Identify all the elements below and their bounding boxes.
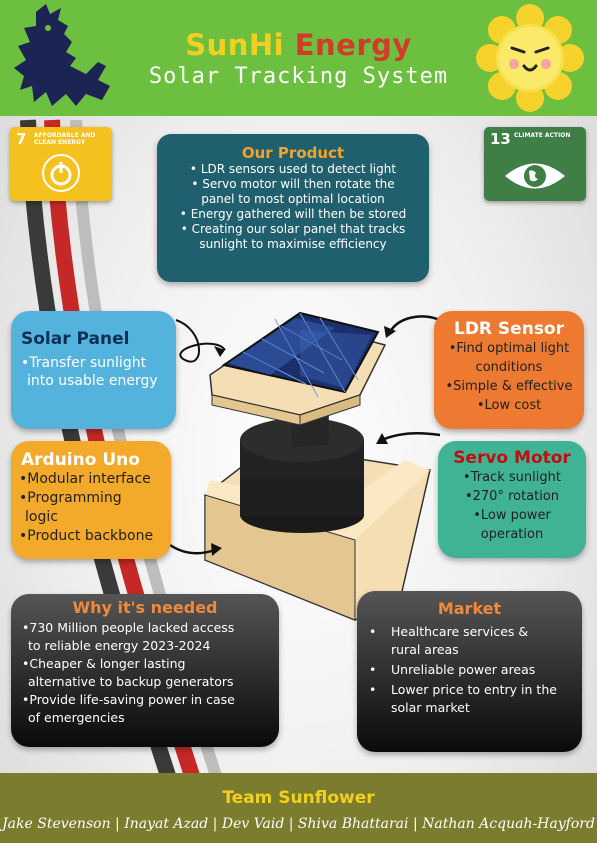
arduino-line: •Product backbone bbox=[19, 528, 154, 544]
sdg7-number: 7 bbox=[16, 130, 27, 148]
product-line: • Energy gathered will then be stored bbox=[179, 207, 407, 221]
footer-banner: Team Sunflower Jake Stevenson | Inayat A… bbox=[0, 773, 597, 843]
solar-panel-title: Solar Panel bbox=[21, 329, 130, 349]
sdg7-label: AFFORDABLE AND CLEAN ENERGY bbox=[34, 132, 96, 146]
market-line: rural areas bbox=[391, 642, 459, 657]
solar-panel-line: •Transfer sunlight bbox=[21, 355, 147, 371]
why-line: •Cheaper & longer lasting bbox=[22, 656, 186, 671]
arduino-line: logic bbox=[25, 509, 58, 525]
why-line: of emergencies bbox=[28, 710, 125, 725]
page-subtitle: Solar Tracking System bbox=[148, 64, 449, 89]
header-banner: SunHi Energy Solar Tracking System bbox=[0, 0, 597, 116]
title-energy: Energy bbox=[294, 28, 412, 62]
why-needed-title: Why it's needed bbox=[72, 598, 218, 617]
sdg7-badge: 7 AFFORDABLE AND CLEAN ENERGY bbox=[10, 127, 112, 201]
market-item: • Healthcare services & rural areas bbox=[369, 623, 578, 659]
ldr-sensor-line: •Simple & effective bbox=[445, 379, 573, 394]
sdg13-badge: 13 CLIMATE ACTION bbox=[484, 127, 586, 201]
why-line: to reliable energy 2023-2024 bbox=[28, 638, 211, 653]
sun-mascot-icon bbox=[476, 4, 584, 112]
market-line: Healthcare services & bbox=[391, 624, 529, 639]
arduino-line: •Programming bbox=[19, 490, 122, 506]
our-product-title: Our Product bbox=[241, 144, 345, 162]
why-needed-panel: Why it's needed •730 Million people lack… bbox=[11, 594, 279, 747]
team-members: Jake Stevenson | Inayat Azad | Dev Vaid … bbox=[2, 816, 595, 832]
market-line: Lower price to entry in the bbox=[391, 682, 557, 697]
product-line: sunlight to maximise efficiency bbox=[199, 237, 387, 251]
servo-line: •Low power bbox=[473, 508, 551, 523]
market-line: Unreliable power areas bbox=[391, 662, 536, 677]
market-bullet: • bbox=[369, 662, 377, 677]
solar-panel-line: into usable energy bbox=[27, 373, 158, 389]
ldr-sensor-line: •Find optimal light bbox=[448, 341, 570, 356]
arduino-uno-title: Arduino Uno bbox=[21, 450, 140, 470]
market-line: solar market bbox=[391, 700, 470, 715]
team-name: Team Sunflower bbox=[222, 788, 375, 808]
product-line: • Creating our solar panel that tracks bbox=[180, 222, 406, 236]
sdg13-label: CLIMATE ACTION bbox=[514, 132, 571, 139]
eye-earth-icon bbox=[505, 163, 565, 189]
sdg13-number: 13 bbox=[490, 130, 511, 148]
why-line: •730 Million people lacked access bbox=[22, 620, 235, 635]
ldr-sensor-line: •Low cost bbox=[476, 398, 542, 413]
servo-line: •270° rotation bbox=[464, 489, 560, 504]
market-bullet: • bbox=[369, 624, 377, 639]
page-title: SunHi Energy bbox=[0, 28, 597, 62]
lion-logo-icon bbox=[14, 4, 110, 106]
market-item: • Unreliable power areas bbox=[369, 661, 578, 679]
solar-panel-card: Solar Panel •Transfer sunlight into usab… bbox=[11, 311, 176, 429]
product-line: • Servo motor will then rotate the bbox=[191, 177, 395, 191]
ldr-sensor-card: LDR Sensor •Find optimal light condition… bbox=[434, 311, 584, 429]
market-title: Market bbox=[437, 599, 502, 618]
power-icon bbox=[42, 154, 80, 192]
servo-motor-card: Servo Motor •Track sunlight •270° rotati… bbox=[438, 441, 586, 558]
title-sunhi: SunHi bbox=[185, 28, 285, 62]
market-item: • Lower price to entry in the solar marke… bbox=[369, 681, 578, 717]
ldr-sensor-title: LDR Sensor bbox=[453, 319, 564, 339]
our-product-panel: Our Product • LDR sensors used to detect… bbox=[157, 134, 429, 282]
servo-line: operation bbox=[480, 527, 544, 542]
product-line: panel to most optimal location bbox=[201, 192, 385, 206]
arduino-line: •Modular interface bbox=[19, 471, 151, 487]
market-panel: Market • Healthcare services & rural area… bbox=[357, 591, 582, 752]
why-line: •Provide life-saving power in case bbox=[22, 692, 235, 707]
market-bullet: • bbox=[369, 682, 377, 697]
servo-motor-title: Servo Motor bbox=[453, 448, 571, 468]
why-line: alternative to backup generators bbox=[28, 674, 234, 689]
product-line: • LDR sensors used to detect light bbox=[189, 162, 397, 176]
ldr-sensor-line: conditions bbox=[475, 360, 543, 375]
arduino-uno-card: Arduino Uno •Modular interface •Programm… bbox=[11, 441, 171, 559]
servo-line: •Track sunlight bbox=[463, 470, 561, 485]
